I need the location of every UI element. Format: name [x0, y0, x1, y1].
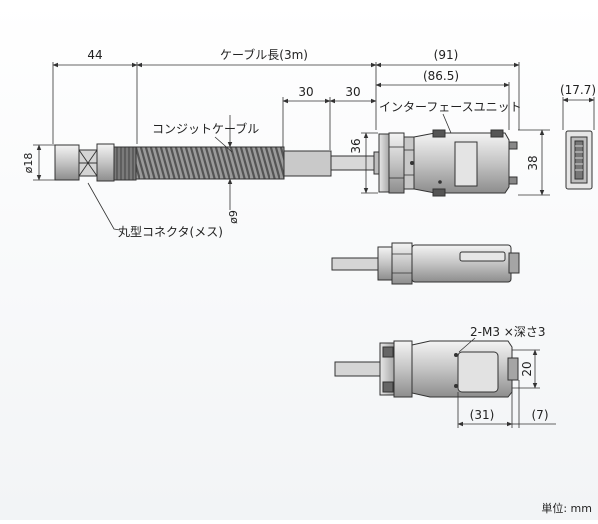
thin-cable [331, 156, 377, 170]
dim-30-b-label: 30 [345, 85, 360, 99]
top-view: 44 ケーブル長(3m) (91) (86.5) 30 30 ø18 [22, 47, 550, 239]
dim-cable-length-label: ケーブル長(3m) [220, 47, 308, 62]
dim-36-label: 36 [349, 138, 363, 153]
dim-17-7-label: (17.7) [560, 83, 596, 97]
interface-unit-top [374, 130, 517, 196]
side-view: (17.7) [560, 83, 596, 189]
dim-91-label: (91) [434, 48, 459, 62]
cable-sleeve [284, 151, 331, 176]
unit-label: 単位: mm [541, 500, 592, 516]
dim-20-label: 20 [520, 361, 534, 376]
screw-spec-label: 2-M3 ×深さ3 [470, 325, 545, 339]
dim-31-label: (31) [470, 408, 495, 422]
dim-86-5-label: (86.5) [423, 69, 459, 83]
bottom-view: 2-M3 ×深さ3 20 (31) (7) [335, 325, 556, 428]
interface-unit-label: インターフェースユニット [379, 100, 522, 114]
composite-cable-label: コンジットケーブル [152, 121, 259, 136]
dim-30-a-label: 30 [298, 85, 313, 99]
middle-view [332, 243, 519, 284]
dim-dia9-label: ø9 [227, 210, 240, 224]
dim-44-label: 44 [87, 48, 102, 62]
dim-38-label: 38 [526, 155, 540, 170]
round-connector [55, 144, 136, 181]
conduit-cable [136, 147, 284, 179]
dim-7-label: (7) [532, 408, 549, 422]
dim-dia18-label: ø18 [22, 153, 35, 174]
round-connector-label: 丸型コネクタ(メス) [118, 225, 223, 239]
